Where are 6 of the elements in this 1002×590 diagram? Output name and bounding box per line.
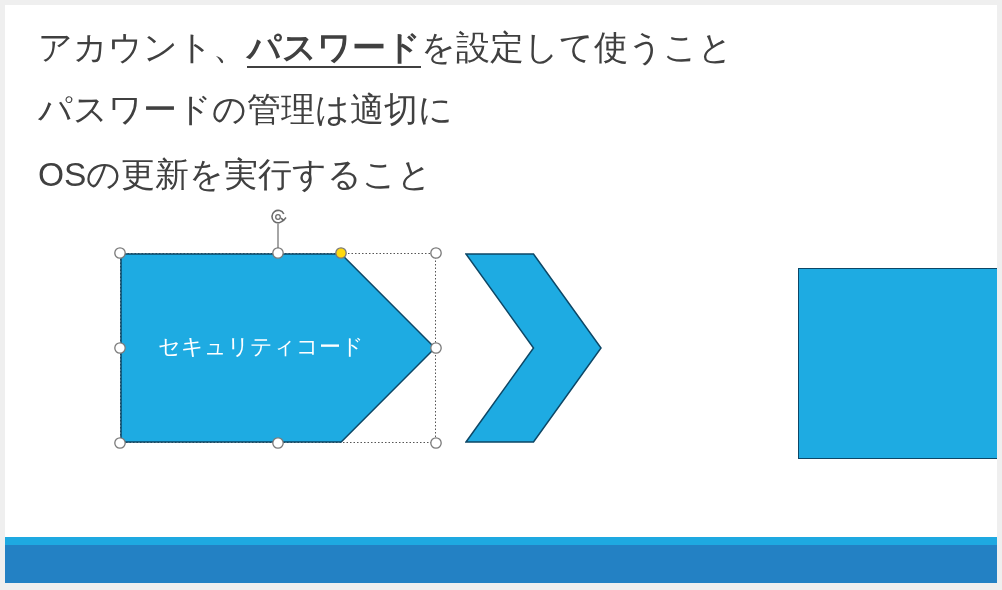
rectangle-shape (798, 268, 997, 459)
body-text-line: パスワードの管理は適切に (38, 90, 453, 130)
body-text-line: アカウント、パスワードを設定して使うこと (38, 28, 733, 68)
body-text-line: OSの更新を実行すること (38, 155, 433, 195)
chevron-shape (465, 253, 602, 443)
shape-label: セキュリティコード (158, 337, 364, 359)
